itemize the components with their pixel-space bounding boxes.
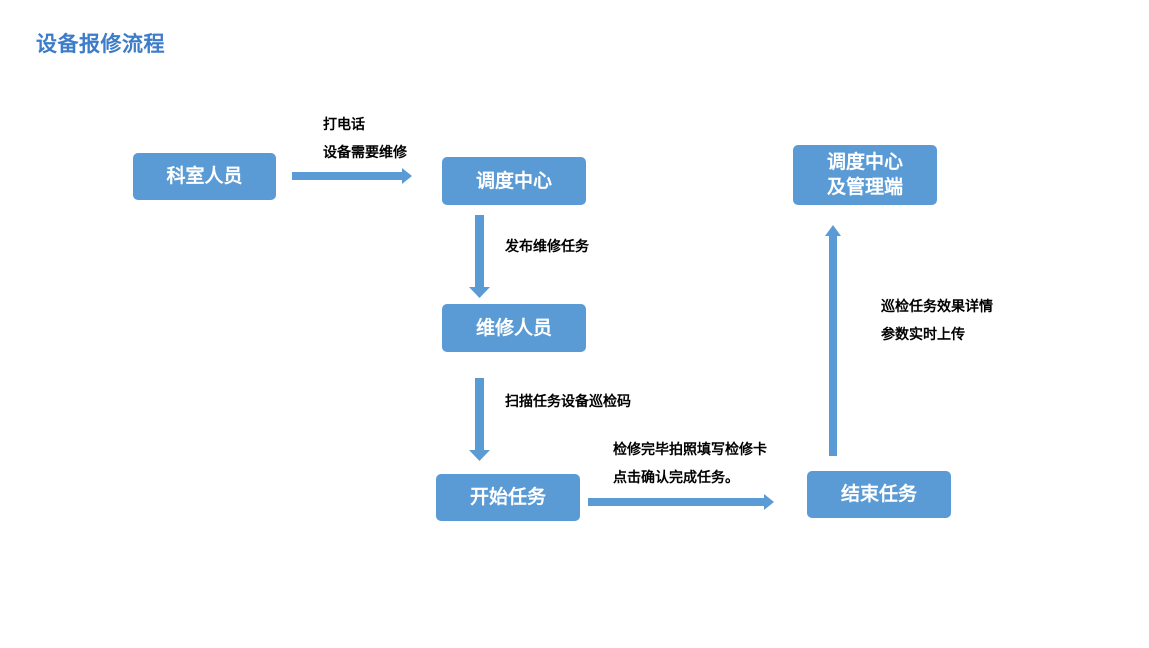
note-phone-call: 打电话 设备需要维修 bbox=[323, 117, 407, 161]
note-scan-code: 扫描任务设备巡检码 bbox=[505, 394, 631, 410]
node-dispatch-management: 调度中心 及管理端 bbox=[793, 145, 937, 205]
node-end-task: 结束任务 bbox=[807, 471, 951, 518]
arrow-weixiu-to-kaishi bbox=[469, 378, 490, 461]
arrow-kaishi-to-jieshu bbox=[588, 494, 774, 510]
node-start-task: 开始任务 bbox=[436, 474, 580, 521]
node-dispatch-center: 调度中心 bbox=[442, 157, 586, 205]
note-finish-repair: 检修完毕拍照填写检修卡 点击确认完成任务。 bbox=[613, 442, 767, 486]
node-keshi-staff: 科室人员 bbox=[133, 153, 276, 200]
page-title: 设备报修流程 bbox=[36, 32, 165, 56]
arrow-jieshu-to-guanli bbox=[825, 225, 841, 456]
node-repair-staff: 维修人员 bbox=[442, 304, 586, 352]
note-publish-task: 发布维修任务 bbox=[505, 239, 589, 255]
arrow-diaodu-to-weixiu bbox=[469, 215, 490, 298]
arrow-keshi-to-diaodu bbox=[292, 168, 412, 184]
note-realtime-upload: 巡检任务效果详情 参数实时上传 bbox=[881, 299, 993, 343]
